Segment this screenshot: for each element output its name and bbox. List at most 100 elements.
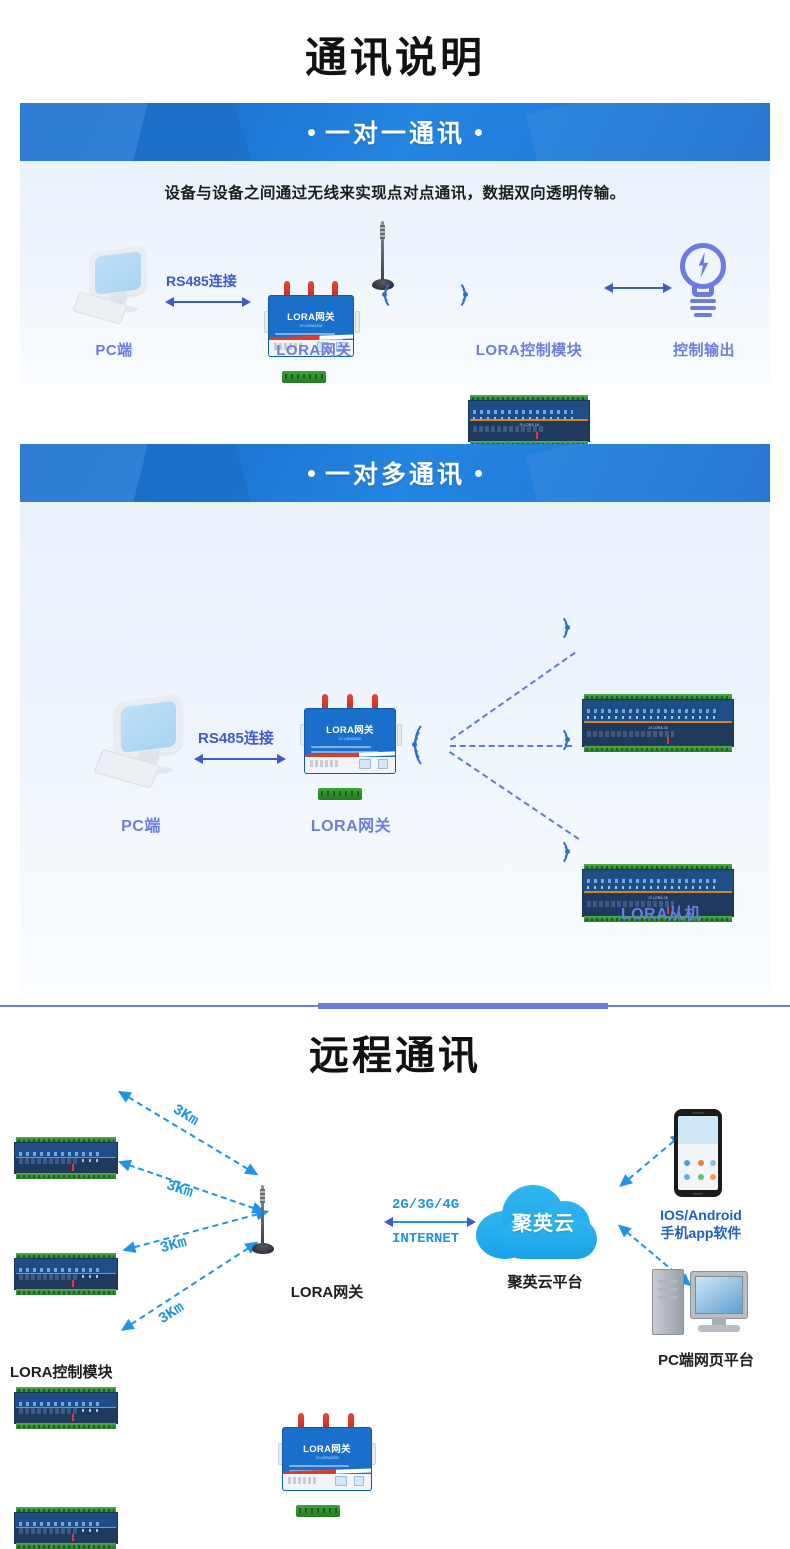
- antenna-led-1-icon: [298, 1413, 304, 1431]
- rs485-arrow-icon: [194, 754, 286, 764]
- lora-gateway-icon: LORA网关 JY-LORA2000: [282, 1427, 372, 1491]
- app-platform-label: IOS/Android 手机app软件: [638, 1207, 764, 1242]
- lightbulb-icon: [672, 243, 734, 319]
- bullet-dot-left-icon: [307, 469, 315, 477]
- distance-arrow-1: [118, 1091, 258, 1176]
- antenna-led-2-icon: [323, 1413, 329, 1431]
- gateway-brand-text: LORA网关: [287, 312, 335, 323]
- link-line-slave-3: [448, 751, 580, 840]
- board-model-text: JY-LORA-16: [648, 725, 668, 730]
- terminal-block-icon: [318, 788, 362, 800]
- node-label-lora-gateway: LORA网关: [310, 818, 392, 835]
- app-label-line-2: 手机app软件: [660, 1224, 742, 1241]
- node-label-control-module: LORA控制模块: [475, 342, 583, 359]
- section-one-to-many: 一对多通讯 PC端 RS485连接 LORA网关 JY: [20, 444, 770, 1092]
- section-one-to-one: 一对一通讯 设备与设备之间通过无线来实现点对点通讯，数据双向透明传输。 PC端 …: [20, 103, 770, 447]
- antenna-led-3-icon: [332, 281, 338, 299]
- web-platform-label: PC端网页平台: [658, 1352, 754, 1369]
- antenna-led-2-icon: [347, 694, 353, 712]
- relay-board-icon: JY-LORA-16: [14, 1512, 118, 1544]
- whip-antenna-icon: [372, 221, 394, 293]
- distance-arrow-4: [122, 1241, 258, 1331]
- terminal-block-icon: [296, 1505, 340, 1517]
- board-model-text: JY-LORA-16: [519, 423, 539, 427]
- bullet-dot-right-icon: [475, 469, 482, 477]
- gateway-model-text: JY-LORA2000: [338, 737, 362, 741]
- section-divider: [0, 1003, 790, 1009]
- wifi-wave-slave-1-icon: [536, 612, 570, 642]
- rs485-link-label: RS485连接: [198, 730, 274, 747]
- gateway-model-text: JY-LORA2000: [315, 1456, 339, 1460]
- internet-arrow-icon: [384, 1217, 476, 1227]
- bullet-dot-left-icon: [307, 128, 315, 136]
- antenna-led-1-icon: [322, 694, 328, 712]
- relay-board-icon: JY-LORA-16: [582, 699, 734, 747]
- gateway-brand-text: LORA网关: [326, 725, 374, 736]
- section-remote: 远程通讯 JY-LORA-16 JY-LORA-16 JY-LORA-16: [0, 1009, 790, 1549]
- banner-title: 一对多通讯: [324, 461, 465, 489]
- pc-monitor-icon: [71, 245, 150, 325]
- lora-gateway-icon: LORA网关 JY-LORA2000: [304, 708, 396, 774]
- node-remote-module-3: JY-LORA-16: [14, 1387, 118, 1429]
- gateway-brand-text: LORA网关: [303, 1444, 351, 1455]
- node-control-module: JY-LORA-16: [468, 395, 590, 447]
- antenna-led-1-icon: [284, 281, 290, 299]
- link-label-mobile: 2G/3G/4G: [392, 1197, 460, 1213]
- section-banner-one-to-one: 一对一通讯: [20, 103, 770, 161]
- relay-board-icon: JY-LORA-16: [14, 1392, 118, 1424]
- board-model-text: JY-LORA-16: [648, 895, 668, 900]
- node-remote-module-4: JY-LORA-16: [14, 1507, 118, 1549]
- page-title: 通讯说明: [304, 34, 485, 81]
- node-remote-gateway: LORA网关 JY-LORA2000: [268, 1413, 386, 1517]
- node-remote-module-1: JY-LORA-16: [14, 1137, 118, 1179]
- node-label-remote-module: LORA控制模块: [10, 1364, 113, 1381]
- relay-board-icon: JY-LORA-16: [14, 1258, 118, 1290]
- whip-antenna-icon: [252, 1185, 274, 1257]
- node-slave-2: JY-LORA-16: [582, 864, 734, 922]
- section-one-to-one-panel: 设备与设备之间通过无线来实现点对点通讯，数据双向透明传输。 PC端 RS485连…: [20, 161, 770, 447]
- wifi-wave-slave-3-icon: [536, 836, 570, 866]
- distance-label-2: 3Km: [164, 1177, 195, 1202]
- banner-title: 一对一通讯: [324, 120, 465, 148]
- node-lora-gateway: LORA网关 JY-LORA2000: [254, 281, 370, 383]
- relay-board-icon: JY-LORA-16: [14, 1142, 118, 1174]
- node-slave-1: JY-LORA-16: [582, 694, 734, 752]
- section-description: 设备与设备之间通过无线来实现点对点通讯，数据双向透明传输。: [164, 185, 626, 202]
- link-line-slave-2: [450, 745, 572, 747]
- antenna-led-3-icon: [372, 694, 378, 712]
- node-label-pc: PC端: [95, 342, 133, 359]
- smartphone-icon: [674, 1109, 722, 1197]
- node-label-pc: PC端: [121, 818, 161, 835]
- bullet-dot-right-icon: [475, 128, 482, 136]
- wifi-wave-slave-2-icon: [536, 724, 570, 754]
- node-remote-module-2: JY-LORA-16: [14, 1253, 118, 1295]
- wifi-wave-in-icon: [428, 277, 468, 311]
- link-label-internet: INTERNET: [392, 1231, 460, 1247]
- section-banner-one-to-many: 一对多通讯: [20, 444, 770, 502]
- distance-label-3: 3Km: [158, 1233, 189, 1258]
- antenna-led-3-icon: [348, 1413, 354, 1431]
- section-one-to-many-panel: PC端 RS485连接 LORA网关 JY-LORA2000 LORA网关: [20, 502, 770, 1092]
- relay-board-icon: JY-LORA-16: [468, 400, 590, 442]
- lora-gateway-icon: LORA网关 JY-LORA2000: [268, 295, 354, 357]
- wifi-wave-broadcast-icon: [412, 717, 464, 771]
- output-arrow-icon: [604, 283, 672, 293]
- node-label-lora-gateway: LORA网关: [276, 342, 352, 359]
- cloud-text: 聚英云: [512, 1213, 575, 1235]
- rs485-link-label: RS485连接: [166, 273, 237, 289]
- pc-monitor-icon: [93, 693, 187, 789]
- node-lora-gateway: LORA网关 JY-LORA2000: [290, 694, 412, 800]
- cloud-platform-label: 聚英云平台: [507, 1274, 583, 1291]
- node-label-remote-gateway: LORA网关: [290, 1284, 364, 1301]
- gateway-model-text: JY-LORA2000: [299, 324, 323, 328]
- node-pc: [93, 693, 182, 789]
- node-pc: [71, 245, 150, 325]
- rs485-arrow-icon: [165, 297, 251, 307]
- terminal-block-icon: [282, 371, 326, 383]
- antenna-led-2-icon: [308, 281, 314, 299]
- cloud-platform-icon: 聚英云: [476, 1181, 611, 1259]
- node-label-lora-slave: LORA从机: [620, 906, 702, 923]
- node-control-output: [672, 243, 734, 319]
- node-label-control-output: 控制输出: [672, 342, 735, 359]
- remote-title: 远程通讯: [309, 1034, 481, 1078]
